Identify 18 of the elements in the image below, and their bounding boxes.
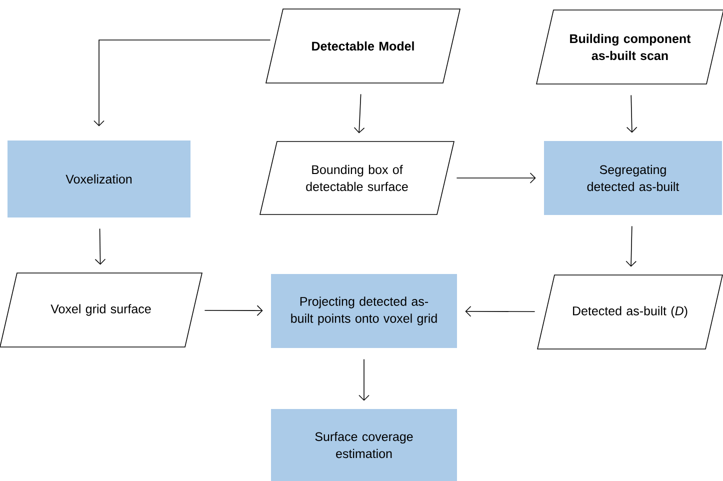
input-parallelogram: Detected as-built (D) [537,274,723,350]
arrow [94,228,106,265]
input-parallelogram: Detectable Model [266,8,460,84]
process-box: Projecting detected as-built points onto voxel grid [271,274,457,348]
arrow [456,172,536,184]
arrow [354,94,365,134]
input-parallelogram: Voxel grid surface [0,272,202,348]
arrow [358,358,370,401]
arrow [626,94,638,133]
arrow [204,305,263,316]
process-box: Segregating detected as-built [544,141,722,215]
input-parallelogram: Building component as-built scan [536,10,723,84]
input-parallelogram: Bounding box of detectable surface [260,141,454,215]
arrow [94,40,271,126]
process-box: Surface coverage estimation [271,409,457,481]
arrow [626,226,637,267]
process-box: Voxelization [8,140,190,218]
arrow [465,306,536,317]
